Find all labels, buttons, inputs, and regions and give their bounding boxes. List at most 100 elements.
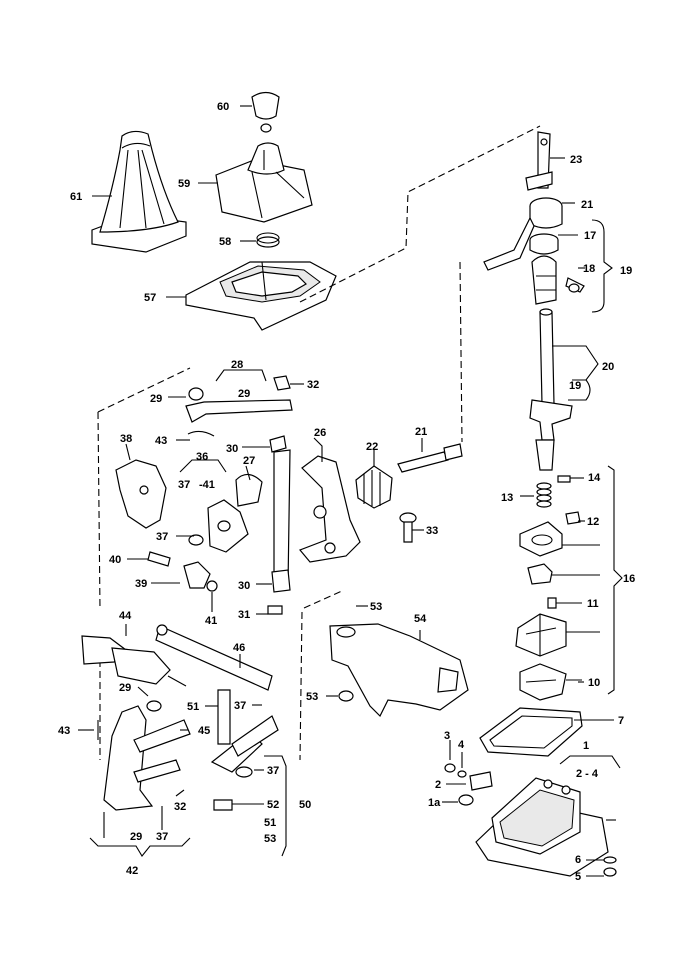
callout-51-upper: 51 <box>187 701 199 713</box>
callout-2: 2 <box>435 779 441 791</box>
guide-10 <box>515 613 567 701</box>
callout-29-sub: 29 <box>238 388 250 400</box>
bolt-40 <box>147 551 171 567</box>
callout-42: 42 <box>126 865 138 877</box>
callout-29-top: 29 <box>150 393 162 405</box>
pin-14 <box>557 475 571 483</box>
shaft-27 <box>235 435 291 615</box>
housing-38 <box>115 459 249 592</box>
callout-52: 52 <box>267 799 279 811</box>
callout-58: 58 <box>219 236 231 248</box>
selector-rod-21 <box>397 443 463 473</box>
callout-4: 4 <box>458 739 465 751</box>
callout-3: 3 <box>444 730 450 742</box>
shaft-20 <box>529 308 573 471</box>
callout-31: 31 <box>238 609 250 621</box>
callout-43-lower: 43 <box>58 725 70 737</box>
callout-45: 45 <box>198 725 210 737</box>
callout-28: 28 <box>231 359 243 371</box>
callout-1a: 1a <box>428 797 441 809</box>
selector-lever-21 <box>483 197 563 271</box>
callout-21-upper: 21 <box>581 199 593 211</box>
callout-labels: 60 61 59 58 57 23 21 17 18 19 20 19 28 2… <box>58 101 635 883</box>
callout-30-lower: 30 <box>238 580 250 592</box>
callout-37-mid: 37 <box>156 531 168 543</box>
gear-knob <box>251 91 280 133</box>
bearing-ring-58 <box>256 232 280 248</box>
gearshift-housing-1 <box>469 771 609 877</box>
callout-13: 13 <box>501 492 513 504</box>
spring-13 <box>536 482 552 508</box>
callout-26: 26 <box>314 427 326 439</box>
callout-37-footer: 37 <box>156 831 168 843</box>
bracket-50 <box>210 689 279 811</box>
callout-23: 23 <box>570 154 582 166</box>
housing-16 <box>519 521 563 585</box>
callout-29-bottom: 29 <box>130 831 142 843</box>
callout-33: 33 <box>426 525 438 537</box>
callout-27: 27 <box>243 455 255 467</box>
callout-57: 57 <box>144 292 156 304</box>
leader-lines <box>78 105 623 877</box>
callout-41-range: -41 <box>199 479 215 491</box>
callout-16: 16 <box>623 573 635 585</box>
callout-53-mid: 53 <box>306 691 318 703</box>
callout-22: 22 <box>366 441 378 453</box>
callout-40: 40 <box>109 554 121 566</box>
callout-18: 18 <box>583 263 595 275</box>
callout-37-lower: 37 <box>234 700 246 712</box>
callout-41: 41 <box>205 615 217 627</box>
joint-19 <box>531 255 585 305</box>
callout-1: 1 <box>583 740 589 752</box>
callout-53-upper: 53 <box>370 601 382 613</box>
fasteners <box>444 763 617 877</box>
callout-59: 59 <box>178 178 190 190</box>
callout-17: 17 <box>584 230 596 242</box>
bolt-33 <box>399 512 417 543</box>
callout-2-4: 2 - 4 <box>576 768 599 780</box>
callout-61: 61 <box>70 191 82 203</box>
gear-lever-boot-61 <box>91 130 187 253</box>
callout-36: 36 <box>196 451 208 463</box>
selector-rod-46 <box>155 624 273 691</box>
bracket-42 <box>97 700 191 811</box>
callout-37-bracket: 37 <box>178 479 190 491</box>
bush-11 <box>547 597 557 609</box>
bracket-54 <box>329 623 469 718</box>
callout-6: 6 <box>575 854 581 866</box>
gasket-7 <box>479 707 583 757</box>
callout-7: 7 <box>618 715 624 727</box>
callout-53-lower: 53 <box>264 833 276 845</box>
callout-19-lower: 19 <box>569 380 581 392</box>
callout-29-lower: 29 <box>119 682 131 694</box>
bellcrank-26 <box>299 455 361 563</box>
console-trim-57 <box>185 261 337 331</box>
callout-44: 44 <box>119 610 132 622</box>
callout-54: 54 <box>414 613 427 625</box>
callout-32-bottom: 32 <box>174 801 186 813</box>
callout-51-lower: 51 <box>264 817 276 829</box>
callout-38: 38 <box>120 433 132 445</box>
callout-14: 14 <box>588 472 601 484</box>
callout-32-top: 32 <box>307 379 319 391</box>
callout-12: 12 <box>587 516 599 528</box>
callout-19-right: 19 <box>620 265 632 277</box>
selector-shaft-23 <box>525 131 553 191</box>
callout-20: 20 <box>602 361 614 373</box>
lever-bracket-28 <box>185 375 293 437</box>
callout-30-upper: 30 <box>226 443 238 455</box>
callout-39: 39 <box>135 578 147 590</box>
callout-21-lower: 21 <box>415 426 427 438</box>
callout-5: 5 <box>575 871 581 883</box>
cable-44 <box>81 635 187 687</box>
callout-50: 50 <box>299 799 311 811</box>
callout-60: 60 <box>217 101 229 113</box>
clip-12 <box>565 511 581 525</box>
bush-17 <box>529 233 559 255</box>
callout-43-upper: 43 <box>155 435 167 447</box>
gear-lever-boot-59 <box>215 142 313 223</box>
callout-46: 46 <box>233 642 245 654</box>
callout-37-bottom: 37 <box>267 765 279 777</box>
